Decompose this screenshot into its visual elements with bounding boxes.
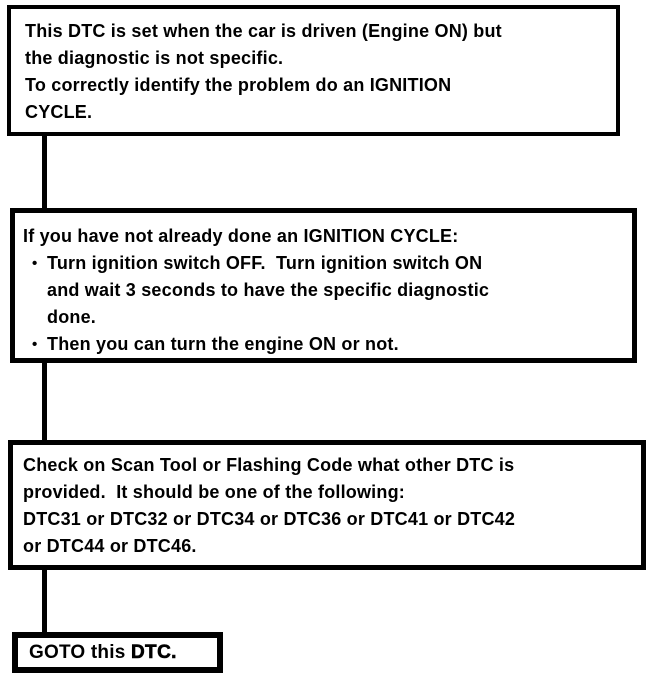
bullet-item-text: Then you can turn the engine ON or not. (47, 331, 628, 358)
text-line: Then you can turn the engine ON or not. (47, 334, 399, 354)
text-line: Turn ignition switch OFF. Turn ignition … (47, 253, 483, 273)
text-line: This DTC is set when the car is driven (… (25, 21, 502, 41)
bullet-icon: • (32, 255, 38, 272)
bullet-icon: • (32, 336, 38, 353)
text-line: DTC31 or DTC32 or DTC34 or DTC36 or DTC4… (23, 509, 516, 529)
connector-line-1 (42, 132, 47, 212)
text-line: provided. It should be one of the follow… (23, 482, 405, 502)
bullet-item: • Turn ignition switch OFF. Turn ignitio… (23, 250, 628, 331)
connector-line-3 (42, 566, 47, 636)
text-line: or DTC44 or DTC46. (23, 536, 197, 556)
goto-text: GOTO this (29, 642, 131, 663)
flow-box-goto-dtc: GOTO this DTC. (12, 632, 223, 673)
text-line: the diagnostic is not specific. (25, 48, 284, 68)
bullet-item-text: Turn ignition switch OFF. Turn ignition … (47, 250, 628, 331)
text-line: To correctly identify the problem do an … (25, 75, 452, 95)
goto-dtc-emphasis: DTC. (130, 642, 177, 664)
flow-box-ignition-cycle-instructions: If you have not already done an IGNITION… (10, 208, 637, 363)
text-line: CYCLE. (25, 102, 93, 122)
flow-box-dtc-description: This DTC is set when the car is driven (… (7, 5, 620, 136)
text-line: and wait 3 seconds to have the specific … (47, 280, 490, 300)
bullet-item: • Then you can turn the engine ON or not… (23, 331, 628, 358)
flow-box-check-scan-tool: Check on Scan Tool or Flashing Code what… (8, 440, 646, 570)
text-line: Check on Scan Tool or Flashing Code what… (23, 455, 515, 475)
text-line: If you have not already done an IGNITION… (23, 226, 459, 246)
connector-line-2 (42, 359, 47, 444)
text-line: done. (47, 307, 96, 327)
